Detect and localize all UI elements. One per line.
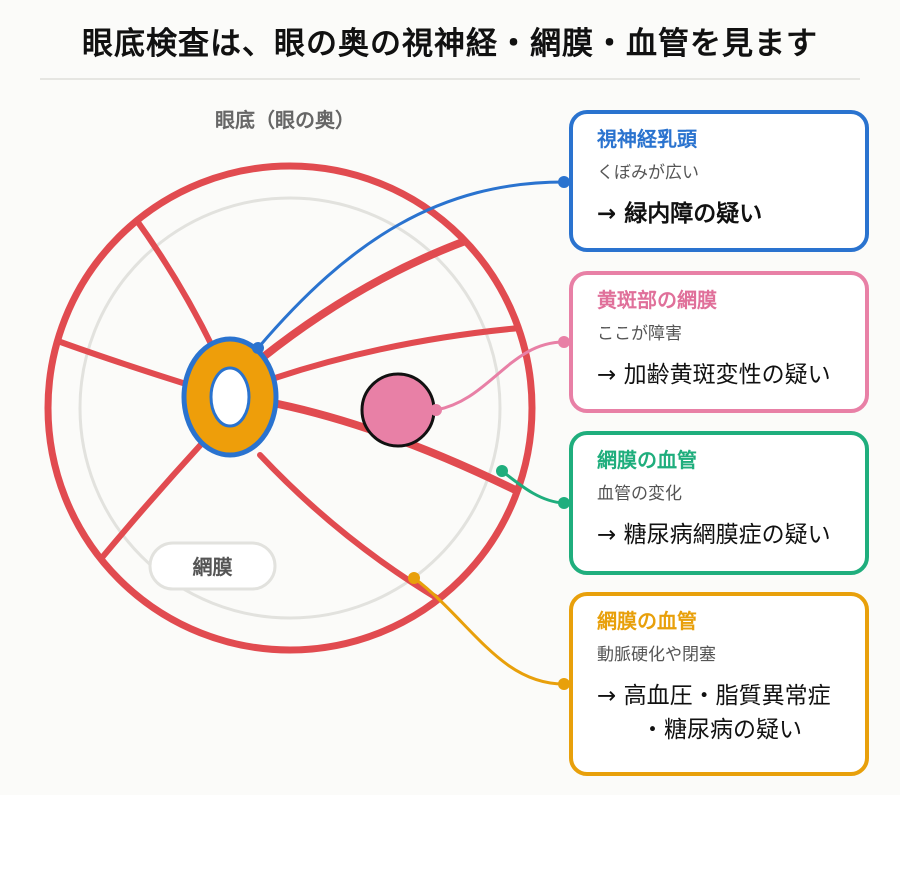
retinal-vessels bbox=[52, 215, 532, 603]
vessel-upper-right bbox=[258, 236, 472, 362]
callout-retinal-vessel-diabetic: 網膜の血管 血管の変化 → 糖尿病網膜症の疑い bbox=[569, 431, 869, 575]
title-divider bbox=[40, 78, 860, 80]
connector-vessel-green-dot-end bbox=[558, 497, 570, 509]
connector-vessel-green-dot-start bbox=[496, 465, 508, 477]
callout-title: 視神経乳頭 bbox=[597, 127, 697, 151]
vessel-left bbox=[52, 337, 189, 387]
callout-result: → 高血圧・脂質異常症 bbox=[597, 683, 831, 709]
callout-desc: ここが障害 bbox=[597, 324, 682, 344]
callout-result: → 糖尿病網膜症の疑い bbox=[597, 522, 831, 548]
connector-macula-dot-start bbox=[430, 404, 442, 416]
callout-retinal-vessel-arterial: 網膜の血管 動脈硬化や閉塞 → 高血圧・脂質異常症 ・糖尿病の疑い bbox=[569, 592, 869, 776]
vessel-lower-right bbox=[257, 452, 443, 603]
callout-desc: 動脈硬化や閉塞 bbox=[597, 645, 716, 665]
page-title: 眼底検査は、眼の奥の視神経・網膜・血管を見ます bbox=[82, 26, 818, 62]
callout-desc: 血管の変化 bbox=[597, 484, 682, 504]
vessel-lower-left bbox=[97, 437, 208, 563]
retina-label: 網膜 bbox=[193, 555, 233, 579]
callout-title: 網膜の血管 bbox=[597, 609, 697, 633]
connector-vessel-orange-dot-start bbox=[408, 572, 420, 584]
retina-label-pill bbox=[148, 541, 277, 591]
fundus-label: 眼底（眼の奥） bbox=[215, 108, 355, 132]
connector-optic bbox=[256, 180, 565, 349]
callout-result: → 加齢黄斑変性の疑い bbox=[597, 362, 831, 388]
callout-optic-disc: 視神経乳頭 くぼみが広い → 緑内障の疑い bbox=[569, 110, 869, 252]
canvas: 眼底検査は、眼の奥の視神経・網膜・血管を見ます 眼底（眼の奥） 網膜 bbox=[40, 26, 869, 776]
callout-result: → 緑内障の疑い bbox=[597, 201, 763, 227]
connector-optic-dot-start bbox=[252, 342, 264, 354]
vessel-right-upper bbox=[272, 325, 523, 381]
fundus-outer-circle bbox=[44, 162, 536, 654]
connector-macula-dot-end bbox=[558, 336, 570, 348]
macula bbox=[360, 372, 436, 448]
callout-title: 黄斑部の網膜 bbox=[597, 288, 717, 312]
connector-vessel-orange-dot-end bbox=[558, 678, 570, 690]
connector-macula bbox=[435, 340, 565, 412]
fundus-inner-ring bbox=[78, 196, 502, 620]
optic-cup bbox=[209, 366, 251, 428]
callout-title: 網膜の血管 bbox=[597, 448, 697, 472]
callout-desc: くぼみが広い bbox=[597, 163, 699, 183]
connector-vessel-green bbox=[501, 469, 565, 505]
connector-optic-dot-end bbox=[558, 176, 570, 188]
fundus-diagram: 網膜 bbox=[44, 162, 570, 690]
connector-vessel-orange bbox=[413, 576, 565, 686]
vessel-upper-left bbox=[132, 215, 217, 353]
callout-result-cont: ・糖尿病の疑い bbox=[641, 717, 802, 743]
callout-macula: 黄斑部の網膜 ここが障害 → 加齢黄斑変性の疑い bbox=[569, 271, 869, 413]
